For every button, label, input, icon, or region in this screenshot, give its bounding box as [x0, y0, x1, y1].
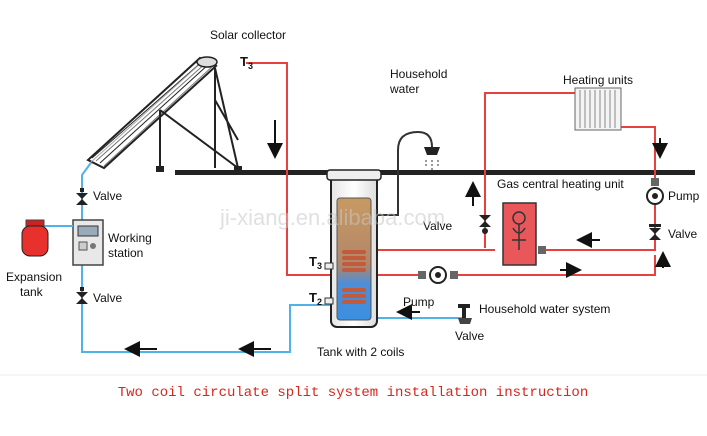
valve-top-left-label: Valve — [93, 189, 122, 203]
solar-collector — [86, 56, 242, 172]
roof-line — [175, 170, 695, 175]
expansion-tank-label-line1: Expansion — [6, 270, 62, 284]
valve-right-label: Valve — [668, 227, 697, 241]
valve-household-label: Valve — [455, 329, 484, 343]
valve-tank-label: Valve — [423, 219, 452, 233]
working-station-label-line1: Working — [108, 231, 152, 245]
working-station-label-line2: station — [108, 246, 143, 260]
t3-tank-label: T3 — [309, 254, 322, 271]
watermark: ji-xiang.en.alibaba.com — [219, 205, 445, 230]
cold-pipe-up — [81, 159, 94, 222]
pump-mid-label: Pump — [403, 295, 435, 309]
heating-units-loop — [484, 92, 656, 228]
caption: Two coil circulate split system installa… — [118, 385, 588, 401]
heating-loop-right — [540, 200, 656, 251]
valve-icon[interactable] — [76, 287, 88, 304]
storage-tank — [324, 169, 382, 328]
expansion-tank-label-line2: tank — [20, 285, 44, 299]
expansion-tank — [21, 219, 73, 257]
solar-collector-label: Solar collector — [210, 28, 286, 42]
valve-bottom-left-label: Valve — [93, 291, 122, 305]
hot-pipe-collector — [246, 62, 335, 276]
working-station[interactable] — [72, 219, 104, 266]
tank-label: Tank with 2 coils — [317, 345, 404, 359]
cold-pipe-return — [81, 230, 335, 353]
pump-icon[interactable] — [418, 266, 458, 284]
gas-heating-unit-label: Gas central heating unit — [497, 177, 624, 191]
tap-icon[interactable] — [458, 304, 472, 324]
household-water-label-line1: Household — [390, 67, 447, 81]
t3-collector-label: T3 — [240, 54, 253, 71]
shower-pipe — [375, 130, 433, 216]
valve-icon[interactable] — [538, 246, 546, 254]
pump-right-label: Pump — [668, 189, 700, 203]
heating-units-label: Heating units — [563, 73, 633, 87]
pump-icon[interactable] — [646, 178, 664, 205]
flow-arrows — [124, 120, 671, 357]
valve-icon[interactable] — [479, 215, 491, 234]
valve-icon[interactable] — [76, 188, 88, 205]
t2-tank-label: T2 — [309, 290, 322, 307]
household-water-label-line2: water — [389, 82, 419, 96]
valve-icon[interactable] — [649, 224, 661, 240]
shower-head — [424, 147, 440, 170]
radiator — [574, 87, 622, 131]
household-water-system-label: Household water system — [479, 302, 610, 316]
gas-heater — [502, 202, 537, 266]
